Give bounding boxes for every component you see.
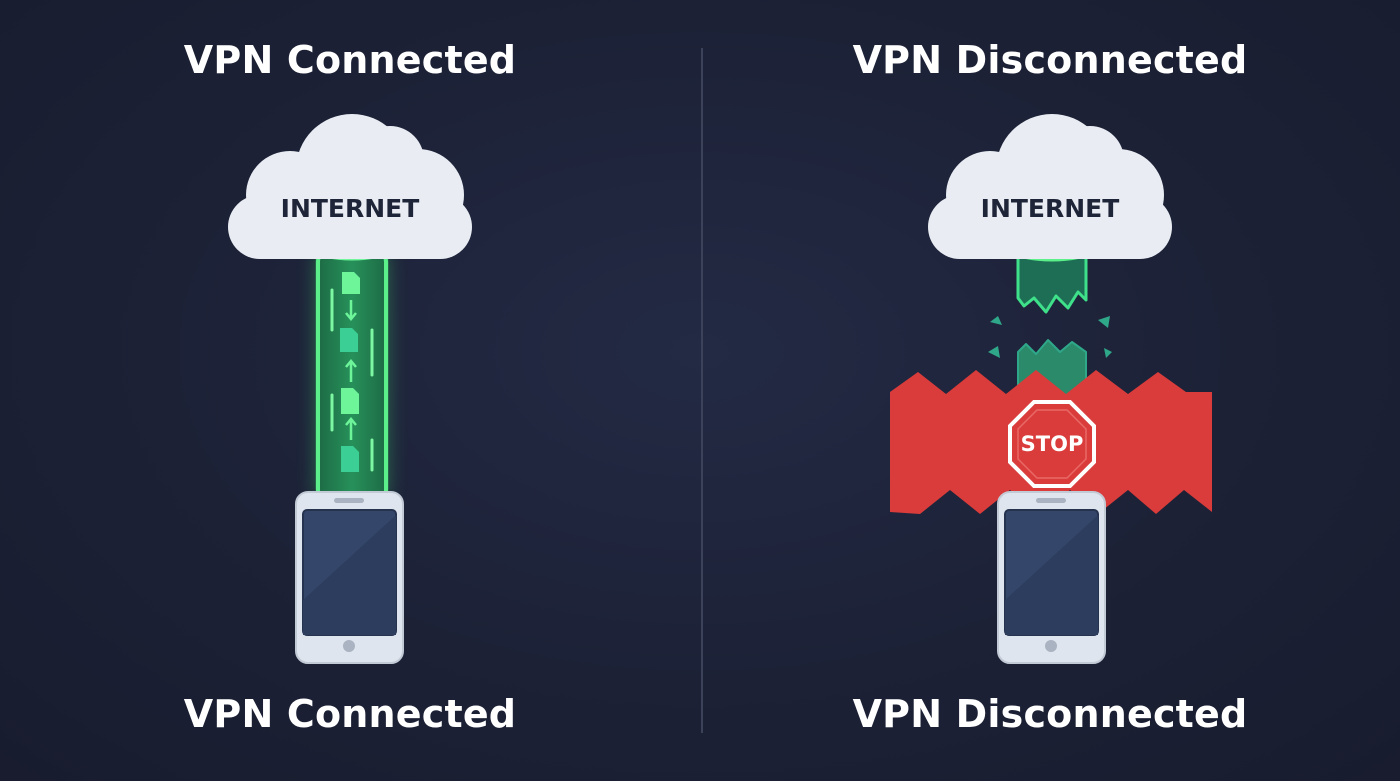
connected-diagram: INTERNET xyxy=(228,114,472,664)
panel-divider xyxy=(701,48,703,733)
disconnected-caption: VPN Disconnected xyxy=(852,692,1248,736)
connected-cloud-label: INTERNET xyxy=(281,194,420,223)
phone-icon xyxy=(997,491,1106,664)
disconnected-panel: VPN Disconnected STOP xyxy=(700,0,1400,781)
cloud-icon xyxy=(928,114,1172,259)
data-packet-icon xyxy=(341,388,359,414)
cloud-icon xyxy=(228,114,472,259)
arrow-icon xyxy=(345,359,357,382)
arrow-icon xyxy=(345,300,357,321)
connected-title: VPN Connected xyxy=(183,38,517,82)
disconnected-diagram: STOP INTERNET xyxy=(890,114,1212,664)
disconnected-title: VPN Disconnected xyxy=(852,38,1248,82)
arrow-icon xyxy=(345,417,357,440)
tunnel-debris xyxy=(988,316,1112,358)
data-packet-icon xyxy=(341,446,359,472)
phone-icon xyxy=(295,491,404,664)
data-packet-icon xyxy=(342,272,360,294)
connected-panel: VPN Connected xyxy=(183,38,517,736)
disconnected-cloud-label: INTERNET xyxy=(981,194,1120,223)
stop-sign-icon xyxy=(1008,400,1096,488)
connected-caption: VPN Connected xyxy=(183,692,517,736)
stop-sign-label: STOP xyxy=(1021,432,1084,456)
data-packet-icon xyxy=(340,328,358,352)
